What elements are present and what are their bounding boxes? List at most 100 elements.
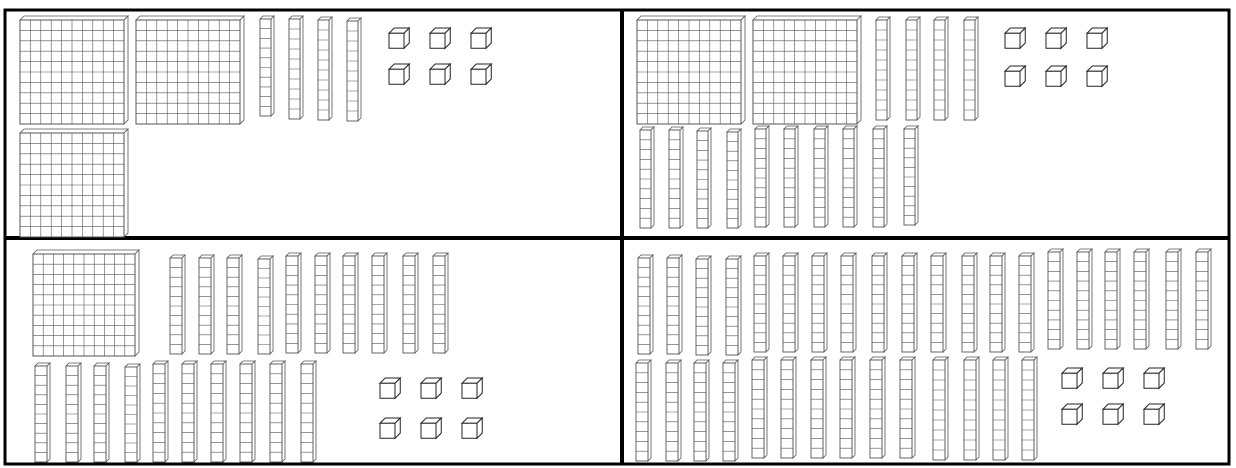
ten-rod xyxy=(433,253,448,353)
ten-rod xyxy=(962,253,977,352)
ten-rod xyxy=(669,127,683,228)
one-cube xyxy=(1103,404,1123,424)
ten-rod xyxy=(94,363,109,462)
ten-rod xyxy=(873,126,887,227)
ten-rod xyxy=(315,253,330,353)
ten-rod xyxy=(811,357,826,458)
ten-rod xyxy=(906,17,920,120)
one-cube xyxy=(1046,28,1066,48)
ten-rod xyxy=(752,357,767,458)
ten-rod xyxy=(66,363,81,462)
ten-rod xyxy=(666,360,681,461)
ten-rod xyxy=(240,361,255,462)
one-cube xyxy=(380,418,400,438)
panel-bottom-right xyxy=(636,249,1211,461)
ten-rod xyxy=(270,361,285,462)
ten-rod xyxy=(1105,249,1120,349)
panel-top-left xyxy=(20,16,491,237)
one-cube xyxy=(389,64,409,84)
hundred-flat xyxy=(33,250,139,356)
ten-rod xyxy=(35,363,50,462)
ten-rod xyxy=(843,126,857,227)
ten-rod xyxy=(964,17,978,120)
ten-rod xyxy=(1166,249,1181,349)
hundred-flat xyxy=(20,16,128,124)
ten-rod xyxy=(260,16,274,116)
ten-rod xyxy=(289,16,303,119)
ten-rod xyxy=(841,253,856,352)
ten-rod xyxy=(153,361,168,462)
ten-rod xyxy=(723,360,738,461)
ten-rod xyxy=(638,255,653,354)
ten-rod xyxy=(697,128,711,228)
one-cube xyxy=(421,378,441,398)
ten-rod xyxy=(814,126,828,227)
ten-rod xyxy=(347,18,361,121)
one-cube xyxy=(380,378,400,398)
ten-rod xyxy=(286,253,301,353)
panel-bottom-left xyxy=(33,250,482,462)
ten-rod xyxy=(211,361,226,462)
ten-rod xyxy=(931,253,946,352)
ten-rod xyxy=(640,127,654,228)
ten-rod xyxy=(199,255,214,354)
ten-rod xyxy=(258,256,273,354)
ten-rod xyxy=(876,17,890,120)
one-cube xyxy=(462,418,482,438)
one-cube xyxy=(430,64,450,84)
ten-rod xyxy=(726,256,741,355)
ten-rod xyxy=(1134,249,1149,349)
ten-rod xyxy=(343,253,358,353)
ten-rod xyxy=(872,253,887,352)
ten-rod xyxy=(372,253,387,353)
ten-rod xyxy=(783,253,798,352)
ten-rod xyxy=(900,357,915,458)
ten-rod xyxy=(318,17,332,120)
one-cube xyxy=(1103,368,1123,388)
one-cube xyxy=(471,28,491,48)
ten-rod xyxy=(727,129,741,228)
ten-rod xyxy=(902,253,917,352)
ten-rod xyxy=(301,361,316,462)
one-cube xyxy=(389,28,409,48)
ten-rod xyxy=(840,357,855,458)
ten-rod xyxy=(784,126,798,227)
ten-rod xyxy=(694,360,709,461)
ten-rod xyxy=(182,361,197,462)
ten-rod xyxy=(870,357,885,458)
one-cube xyxy=(421,418,441,438)
ten-rod xyxy=(1196,249,1211,349)
one-cube xyxy=(1144,368,1164,388)
ten-rod xyxy=(934,17,948,120)
ten-rod xyxy=(170,255,185,354)
ten-rod xyxy=(990,253,1005,352)
ten-rod xyxy=(125,364,140,462)
one-cube xyxy=(1087,66,1107,86)
one-cube xyxy=(1062,368,1082,388)
ten-rod xyxy=(754,253,769,352)
ten-rod xyxy=(1019,253,1034,352)
ten-rod xyxy=(1022,357,1037,460)
one-cube xyxy=(471,64,491,84)
one-cube xyxy=(1144,404,1164,424)
ten-rod xyxy=(403,253,418,353)
ten-rod xyxy=(227,255,242,354)
one-cube xyxy=(1005,66,1025,86)
ten-rod xyxy=(993,357,1008,460)
ten-rod xyxy=(636,360,651,461)
panel-top-right xyxy=(637,16,1107,228)
hundred-flat xyxy=(753,16,861,124)
ten-rod xyxy=(781,357,796,458)
one-cube xyxy=(1062,404,1082,424)
ten-rod xyxy=(1077,249,1092,349)
ten-rod xyxy=(904,126,918,225)
one-cube xyxy=(462,378,482,398)
ten-rod xyxy=(696,256,711,355)
hundred-flat xyxy=(637,16,745,124)
one-cube xyxy=(1087,28,1107,48)
ten-rod xyxy=(933,357,948,460)
one-cube xyxy=(1046,66,1066,86)
ten-rod xyxy=(812,253,827,352)
